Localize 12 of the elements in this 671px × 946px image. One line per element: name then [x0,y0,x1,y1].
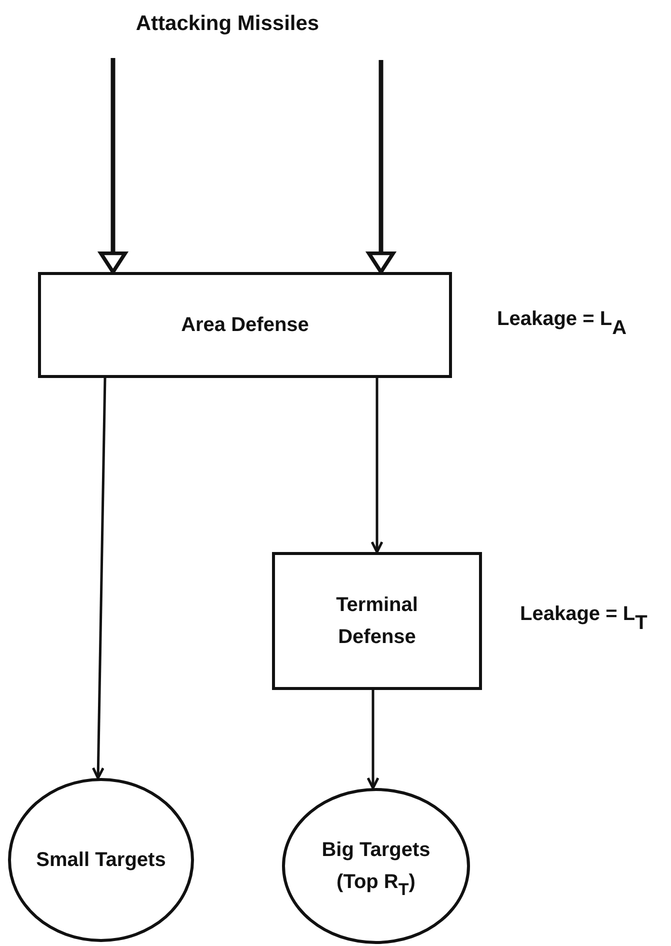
node-label: Small Targets [36,848,166,873]
arrow [366,60,396,274]
arrow [370,378,384,554]
arrow [98,58,128,274]
arrow [92,378,106,780]
arrow [366,690,380,790]
defense-box [38,272,452,378]
node-label: Terminal Defense [335,593,419,650]
diagram-title: Attacking Missiles [134,12,320,36]
node-label: Big Targets (Top R$_{T}$) [321,838,431,898]
node-label: Area Defense [181,313,309,338]
defense-box [272,552,482,690]
